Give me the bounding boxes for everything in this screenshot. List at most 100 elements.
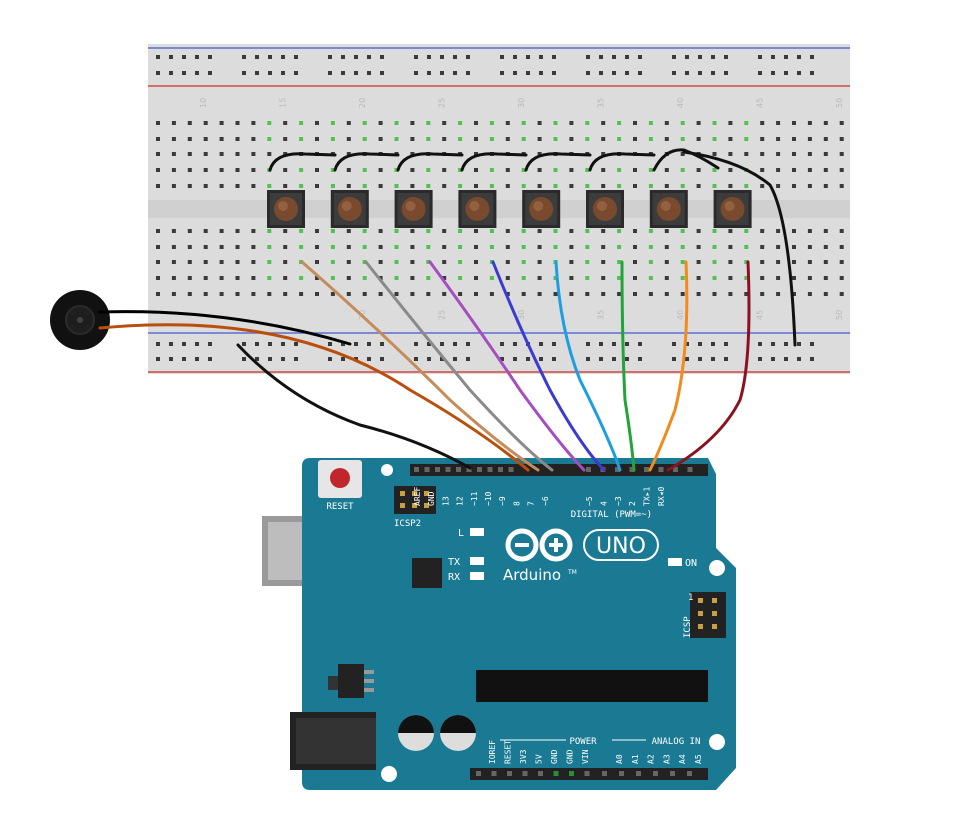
breadboard-hole xyxy=(394,276,399,280)
breadboard-hole xyxy=(539,55,543,59)
breadboard-hole xyxy=(156,276,160,280)
breadboard-hole xyxy=(760,121,765,125)
jumper-wire-2 xyxy=(333,152,400,172)
push-button-highlight xyxy=(405,201,416,211)
breadboard-hole xyxy=(760,292,765,296)
breadboard-hole xyxy=(426,137,431,141)
regulator-lead xyxy=(364,688,374,692)
breadboard-hole xyxy=(586,342,590,346)
breadboard-hole xyxy=(526,55,530,59)
push-button[interactable] xyxy=(522,190,561,228)
breadboard-hole xyxy=(341,71,345,75)
push-button-highlight xyxy=(724,201,735,211)
breadboard-hole xyxy=(807,276,812,280)
breadboard-hole xyxy=(724,342,728,346)
breadboard-hole xyxy=(586,357,590,361)
breadboard-hole xyxy=(410,184,415,188)
breadboard-hole xyxy=(569,276,574,280)
header-pin xyxy=(653,771,658,776)
push-button[interactable] xyxy=(649,190,688,228)
breadboard-hole xyxy=(823,121,828,125)
breadboard-hole xyxy=(171,184,176,188)
breadboard-hole xyxy=(664,168,669,172)
breadboard-hole xyxy=(235,229,240,233)
breadboard-hole xyxy=(267,245,272,249)
breadboard-hole xyxy=(807,168,812,172)
breadboard-hole xyxy=(378,292,383,296)
breadboard-hole xyxy=(617,168,622,172)
brand-name: Arduino xyxy=(503,566,561,584)
breadboard-hole xyxy=(760,168,765,172)
breadboard-hole xyxy=(537,137,542,141)
breadboard-hole xyxy=(328,71,332,75)
header-pin xyxy=(538,771,543,776)
breadboard-hole xyxy=(797,342,801,346)
breadboard-hole xyxy=(267,276,272,280)
push-button[interactable] xyxy=(394,190,433,228)
breadboard-hole xyxy=(466,71,470,75)
breadboard-hole xyxy=(203,260,208,264)
breadboard-hole xyxy=(474,245,478,249)
breadboard-hole xyxy=(171,276,176,280)
breadboard-hole xyxy=(281,71,285,75)
jumper-wire-1 xyxy=(268,152,337,172)
breadboard-hole xyxy=(728,245,733,249)
breadboard-hole xyxy=(712,276,717,280)
push-button[interactable] xyxy=(586,190,624,228)
breadboard-hole xyxy=(315,260,319,264)
push-button[interactable] xyxy=(713,190,752,228)
button-wire-darkred xyxy=(666,260,751,472)
breadboard-hole xyxy=(426,276,431,280)
header-pin xyxy=(445,467,451,472)
breadboard-hole xyxy=(505,260,510,264)
led-on xyxy=(668,558,682,566)
breadboard-hole xyxy=(823,229,828,233)
breadboard-column-number: 25 xyxy=(438,98,447,108)
digital-pin-label: RX◂0 xyxy=(657,487,666,506)
header-pin xyxy=(507,771,512,776)
breadboard-hole xyxy=(315,292,319,296)
breadboard-hole xyxy=(612,342,616,346)
button-jumpers xyxy=(268,148,797,347)
breadboard-hole xyxy=(638,357,642,361)
breadboard-hole xyxy=(601,137,606,141)
breadboard-hole xyxy=(474,121,478,125)
breadboard-hole xyxy=(625,342,629,346)
header-pin xyxy=(636,771,641,776)
icsp-pin xyxy=(698,624,703,629)
push-button[interactable] xyxy=(330,190,369,228)
breadboard-hole xyxy=(807,292,812,296)
breadboard-hole xyxy=(599,55,603,59)
breadboard-hole xyxy=(394,184,399,188)
breadboard-hole xyxy=(711,342,715,346)
breadboard-hole xyxy=(283,245,288,249)
breadboard-hole xyxy=(638,55,642,59)
breadboard-hole xyxy=(315,168,319,172)
push-button-highlight xyxy=(278,201,288,211)
breadboard-hole xyxy=(771,71,775,75)
breadboard-hole xyxy=(792,276,796,280)
breadboard-hole xyxy=(442,137,447,141)
breadboard-hole xyxy=(797,55,801,59)
push-button[interactable] xyxy=(267,190,305,228)
breadboard-hole xyxy=(171,168,176,172)
analog-pin-label: A5 xyxy=(694,754,703,764)
push-button[interactable] xyxy=(458,190,497,228)
header-pin xyxy=(466,467,472,472)
breadboard-hole xyxy=(299,245,304,249)
breadboard-hole xyxy=(601,276,606,280)
breadboard-hole xyxy=(187,168,192,172)
breadboard-hole xyxy=(362,121,367,125)
reset-button-cap[interactable] xyxy=(330,468,350,488)
breadboard-hole xyxy=(744,152,749,156)
buzzer-wire-black xyxy=(98,310,352,346)
breadboard-hole xyxy=(169,357,173,361)
breadboard-hole xyxy=(182,71,186,75)
breadboard-hole xyxy=(698,342,702,346)
breadboard-hole xyxy=(585,229,590,233)
breadboard-hole xyxy=(414,342,418,346)
breadboard-hole xyxy=(242,357,246,361)
breadboard-hole xyxy=(823,184,828,188)
breadboard-hole xyxy=(807,184,812,188)
breadboard-hole xyxy=(505,137,510,141)
